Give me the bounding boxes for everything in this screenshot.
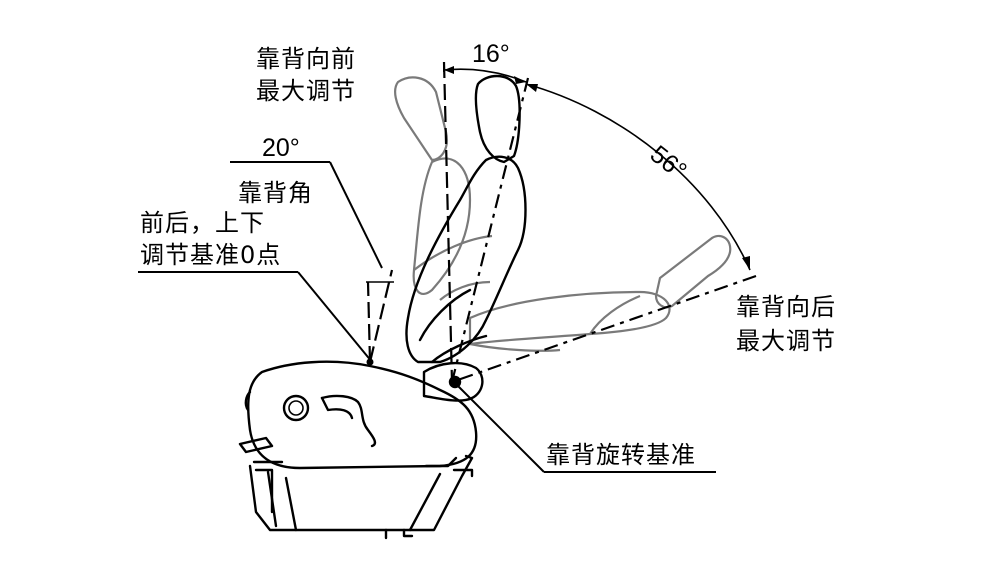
- angle-dimensions: [443, 66, 751, 271]
- leader-lines: [138, 161, 716, 473]
- pivot-reference-label: 靠背旋转基准: [546, 441, 696, 469]
- rear-max-label-line1: 靠背向后: [736, 293, 836, 321]
- backrest-upright: [405, 74, 527, 364]
- ghost-backrest-rear: [468, 234, 732, 352]
- ghost-backrest-forward: [394, 76, 493, 301]
- reference-point-label-line2: 调节基准0点: [140, 241, 282, 269]
- forward-max-label-line1: 靠背向前: [256, 45, 356, 73]
- forward-max-label-line2: 最大调节: [256, 77, 356, 105]
- rear-max-label-line2: 最大调节: [736, 327, 836, 355]
- seat-cushion: [238, 360, 484, 470]
- reference-lines: [366, 61, 757, 384]
- reference-point-label-line1: 前后，上下: [140, 209, 265, 237]
- seat-base: [248, 454, 474, 540]
- backrest-angle-label: 靠背角: [238, 179, 313, 207]
- angle-16-label: 16°: [472, 40, 510, 68]
- angle-20-label: 20°: [262, 134, 300, 162]
